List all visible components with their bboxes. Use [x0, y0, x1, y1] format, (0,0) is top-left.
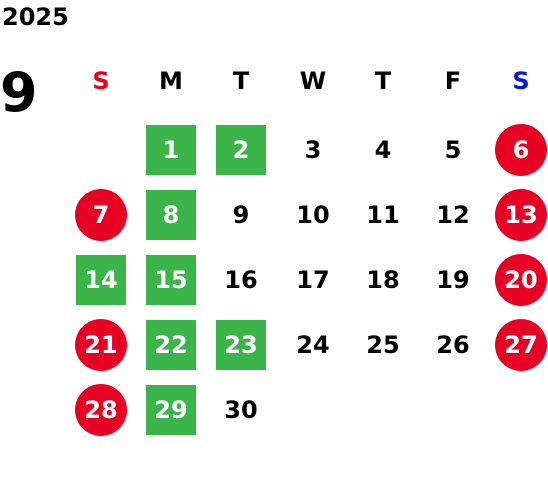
day-cell: 10 — [296, 201, 330, 229]
day-cell: 11 — [366, 201, 400, 229]
day-cell: 6 — [495, 124, 547, 176]
weekday-label: S — [512, 67, 530, 95]
day-cell: 17 — [296, 266, 330, 294]
calendar-month: 9 — [0, 61, 38, 124]
calendar-year: 2025 — [2, 3, 69, 31]
day-cell: 28 — [75, 384, 127, 436]
day-cell: 7 — [75, 189, 127, 241]
day-cell: 15 — [146, 255, 196, 305]
weekday-label: M — [159, 67, 183, 95]
day-cell: 14 — [76, 255, 126, 305]
day-cell: 20 — [495, 254, 547, 306]
day-cell: 26 — [436, 331, 470, 359]
weekday-label: T — [374, 67, 392, 95]
day-cell: 8 — [146, 190, 196, 240]
day-cell: 25 — [366, 331, 400, 359]
day-cell: 2 — [216, 125, 266, 175]
day-cell: 30 — [224, 396, 258, 424]
day-cell: 4 — [374, 136, 392, 164]
day-cell: 23 — [216, 320, 266, 370]
day-cell: 12 — [436, 201, 470, 229]
day-cell: 16 — [224, 266, 258, 294]
weekday-label: W — [299, 67, 327, 95]
day-cell: 5 — [444, 136, 462, 164]
weekday-label: F — [444, 67, 462, 95]
day-cell: 19 — [436, 266, 470, 294]
day-cell: 22 — [146, 320, 196, 370]
day-cell: 29 — [146, 385, 196, 435]
day-cell: 1 — [146, 125, 196, 175]
weekday-label: T — [232, 67, 250, 95]
day-cell: 21 — [75, 319, 127, 371]
day-cell: 27 — [495, 319, 547, 371]
day-cell: 18 — [366, 266, 400, 294]
day-cell: 13 — [495, 189, 547, 241]
day-cell: 3 — [304, 136, 322, 164]
day-cell: 9 — [232, 201, 250, 229]
weekday-label: S — [92, 67, 110, 95]
day-cell: 24 — [296, 331, 330, 359]
